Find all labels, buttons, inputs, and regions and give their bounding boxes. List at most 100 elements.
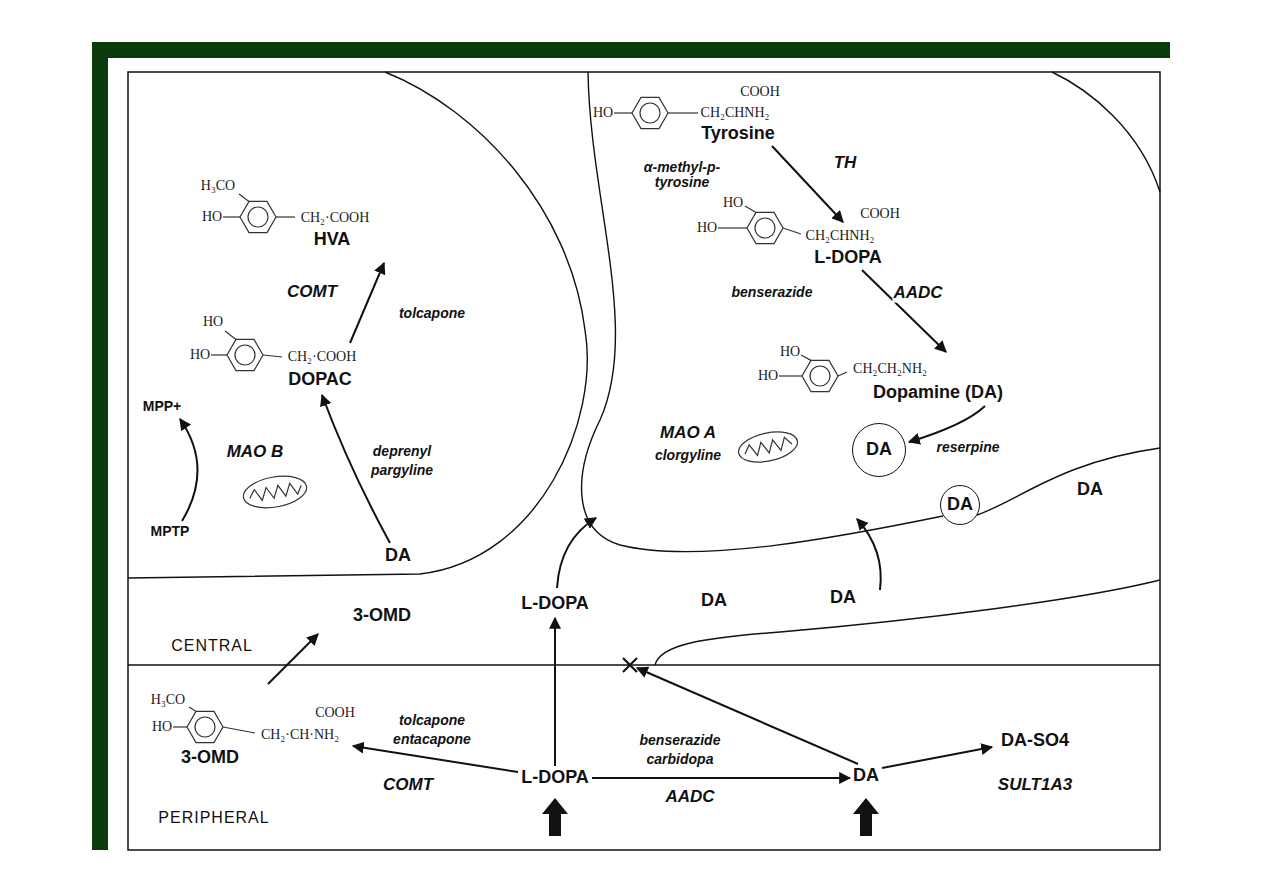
formula-text: COOH (314, 705, 356, 720)
compound-name: L-DOPA (520, 594, 590, 614)
benzene-ring (248, 207, 268, 227)
compound-name: DOPAC (287, 370, 353, 390)
bond (173, 726, 187, 727)
formula-text: COOH (859, 206, 901, 221)
formula-text: HO (757, 368, 779, 383)
reaction-arrow (180, 419, 198, 521)
benzene-ring (802, 360, 838, 391)
bond (276, 216, 295, 217)
bond (223, 727, 255, 733)
compound-name: DA (384, 546, 412, 566)
compound-name: 3-OMD (180, 748, 240, 768)
compound-name: L-DOPA (520, 768, 590, 788)
reaction-arrow (350, 263, 384, 343)
benzene-ring (187, 711, 223, 742)
input-arrow (542, 798, 568, 836)
transport-arrow (909, 406, 985, 442)
neuron-outline (977, 448, 1160, 515)
reaction-arrow (882, 747, 992, 768)
bond (783, 228, 801, 234)
formula-text: CH₂·CH·NH₂ (260, 727, 340, 742)
compound-name: DA (829, 588, 857, 608)
compound-name: DA (852, 766, 880, 786)
formula-text: CH₂CHNH₂ (805, 228, 876, 243)
transport-arrow (554, 618, 556, 766)
benzene-ring (810, 366, 830, 386)
mitochondrion-cristae (743, 436, 792, 458)
enzyme-label: COMT (286, 283, 338, 302)
formula-text: HO (722, 195, 744, 210)
compound-name: DA (700, 591, 728, 611)
formula-text: COOH (739, 84, 781, 99)
slide-top-bar (92, 42, 1170, 58)
toxin-label: MPP+ (142, 399, 183, 414)
formula-text: CH₂·COOH (287, 349, 358, 364)
bond (263, 355, 282, 357)
formula-text: HO (779, 344, 801, 359)
enzyme-label: TH (833, 154, 858, 173)
bond (614, 112, 632, 113)
enzyme-label: MAO A (659, 424, 717, 443)
drug-label: benserazide (731, 285, 814, 300)
bond (745, 206, 756, 212)
drug-label: tolcapone (398, 713, 466, 728)
bond (779, 375, 802, 376)
compound-name: 3-OMD (352, 606, 412, 626)
mitochondrion (736, 427, 801, 467)
bond (225, 331, 236, 339)
blocked-arrow (637, 668, 858, 764)
formula-text: HO (151, 719, 173, 734)
benzene-ring (227, 339, 263, 370)
formula-text: HO (696, 220, 718, 235)
benzene-ring (747, 212, 783, 243)
neuron-outline (582, 72, 943, 552)
uptake-arrow (557, 518, 596, 588)
compound-name: HVA (313, 230, 352, 250)
bond (801, 355, 811, 360)
benzene-ring (195, 717, 215, 737)
benzene-ring (755, 218, 775, 238)
enzyme-label: COMT (382, 776, 434, 795)
drug-label: α-methyl-p- tyrosine (634, 160, 731, 191)
drug-label: tolcapone (398, 306, 466, 321)
compound-name: DA-SO4 (1000, 731, 1070, 751)
drug-label: carbidopa (646, 752, 715, 767)
bond (838, 372, 847, 376)
benzene-ring (632, 97, 668, 128)
region-label: PERIPHERAL (157, 809, 270, 827)
enzyme-label: MAO B (226, 443, 285, 462)
bond (239, 194, 249, 201)
reaction-arrow (862, 270, 946, 352)
glial-cell-outline (128, 72, 587, 578)
benzene-ring (240, 201, 276, 232)
toxin-label: MPTP (150, 524, 191, 539)
drug-label: pargyline (370, 463, 434, 478)
reaction-arrow (353, 746, 518, 772)
barrier-line (128, 664, 1160, 666)
vesicle-label: DA (866, 440, 892, 460)
formula-text: CH₂CH₂NH₂ (852, 361, 928, 376)
vesicle-label: DA (947, 495, 973, 515)
benzene-ring (640, 103, 660, 123)
formula-text: HO (202, 314, 224, 329)
bond (189, 707, 196, 711)
block-mark (623, 658, 637, 672)
drug-label: clorgyline (654, 448, 722, 463)
cell-outline (1052, 72, 1160, 192)
bond (223, 216, 240, 217)
bond (211, 354, 227, 355)
postsynaptic-outline (655, 580, 1160, 665)
drug-label: reserpine (935, 440, 1000, 455)
vesicle-circle: DA (852, 423, 906, 477)
formula-text: HO (592, 105, 614, 120)
compound-name: DA (1076, 480, 1104, 500)
transport-arrow (268, 634, 318, 684)
compound-name: Tyrosine (700, 124, 776, 144)
formula-text: CH₂·COOH (300, 210, 371, 225)
formula-text: H₃CO (150, 692, 186, 707)
reuptake-arrow (857, 519, 881, 590)
mitochondrion (241, 472, 309, 513)
region-label: CENTRAL (170, 637, 254, 655)
vesicle-circle: DA (940, 485, 980, 525)
